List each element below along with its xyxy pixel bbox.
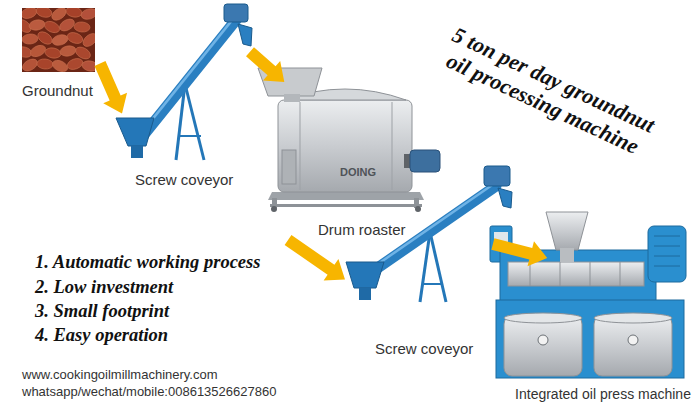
feature-item: 4. Easy operation: [35, 324, 168, 346]
groundnut-photo: [37, 58, 54, 69]
machine-label: Screw coveyor: [135, 171, 233, 188]
flow-arrow: [491, 238, 547, 266]
oil-press-picture: [594, 316, 672, 376]
feature-item: 1. Automatic working process: [35, 251, 260, 273]
groundnut-photo: [35, 8, 53, 19]
groundnut-photo: [22, 8, 95, 72]
oil-press-picture: [648, 226, 686, 282]
screw-conveyor-picture: [498, 188, 512, 208]
screw-conveyor-picture: [131, 146, 143, 158]
machine-label: Integrated oil press machine: [515, 386, 691, 402]
machine-label: Groundnut: [22, 82, 93, 99]
drum-roaster-picture: [392, 102, 393, 190]
drum-roaster-picture: [278, 100, 412, 192]
oil-press-picture: [504, 316, 582, 376]
oil-press-picture: [546, 212, 588, 250]
screw-conveyor-picture: [179, 135, 201, 137]
drum-roaster-picture: [300, 102, 301, 190]
diagram-title: 5 ton per day groundnut oil processing m…: [431, 19, 665, 165]
drum-roaster-picture: [410, 150, 440, 172]
contact-text: www.cookingoilmillmachinery.com: [22, 367, 218, 382]
feature-item: 2. Low investment: [35, 276, 173, 298]
machine-label: Screw coveyor: [375, 340, 473, 357]
groundnut-photo: [29, 43, 48, 59]
machine-node: Screw coveyor: [122, 8, 250, 190]
contact-text: whatsapp/wechat/mobile:008613526627860: [22, 384, 276, 399]
screw-conveyor-picture: [238, 24, 252, 46]
groundnut-photo: [66, 31, 84, 46]
groundnut-photo: [66, 57, 84, 72]
oil-press-picture: [490, 212, 686, 378]
flow-arrow: [246, 47, 284, 82]
oil-press-picture: [654, 246, 680, 247]
screw-conveyor-picture: [484, 166, 510, 186]
groundnut-photo: [81, 60, 95, 72]
drum-roaster-picture: [284, 94, 300, 102]
oil-press-picture: [496, 300, 684, 378]
oil-press-picture: [620, 262, 621, 286]
groundnut-photo: [44, 47, 61, 60]
oil-press-picture: [530, 262, 531, 286]
groundnut-photo: [65, 8, 82, 18]
machine-node: Integrated oil press machine: [510, 258, 696, 404]
groundnut-photo: [51, 33, 69, 47]
screw-conveyor-picture: [116, 118, 154, 146]
oil-press-picture: [590, 262, 591, 286]
drum-roaster-picture: [271, 206, 277, 212]
drum-roaster-picture: [268, 192, 424, 200]
groundnut-photo: [28, 19, 45, 32]
drum-roaster-picture: [282, 150, 296, 184]
screw-conveyor-picture: [359, 288, 371, 300]
flow-arrow: [95, 61, 128, 113]
oil-press-picture: [654, 256, 680, 257]
screw-conveyor-picture: [224, 4, 248, 22]
screw-conveyor-picture: [185, 84, 204, 160]
groundnut-photo: [51, 58, 70, 72]
watermark-text: DOING: [340, 166, 376, 179]
screw-conveyor-picture: [430, 232, 446, 302]
flow-arrow: [285, 235, 345, 280]
screw-conveyor-picture: [424, 283, 443, 285]
screw-conveyor-picture: [116, 4, 252, 160]
groundnut-photo: [22, 8, 95, 72]
groundnut-photo: [58, 17, 77, 34]
groundnut-photo: [81, 31, 95, 49]
drum-roaster-picture: [258, 68, 440, 212]
oil-press-picture: [560, 248, 574, 262]
groundnut-photo: [59, 45, 76, 58]
oil-press-picture: [538, 335, 548, 345]
groundnut-photo: [22, 8, 38, 20]
oil-press-picture: [504, 313, 582, 323]
groundnut-photo: [36, 29, 55, 46]
feature-item: 3. Small footprint: [35, 300, 169, 322]
machine-node: Groundnut: [16, 4, 100, 100]
drum-roaster-picture: [415, 206, 421, 212]
oil-press-picture: [594, 313, 672, 323]
machine-node: Drum roaster: [262, 82, 448, 240]
oil-press-picture: [654, 236, 680, 237]
machine-node: Screw coveyor: [345, 244, 504, 362]
groundnut-photo: [22, 33, 38, 44]
drum-roaster-picture: [270, 204, 422, 207]
oil-press-picture: [560, 262, 561, 286]
oil-press-picture: [628, 335, 638, 345]
machine-label: Drum roaster: [318, 221, 406, 238]
screw-conveyor-picture: [346, 262, 384, 288]
groundnut-photo: [74, 21, 91, 32]
oil-press-picture: [654, 266, 680, 267]
groundnut-photo: [80, 8, 95, 21]
